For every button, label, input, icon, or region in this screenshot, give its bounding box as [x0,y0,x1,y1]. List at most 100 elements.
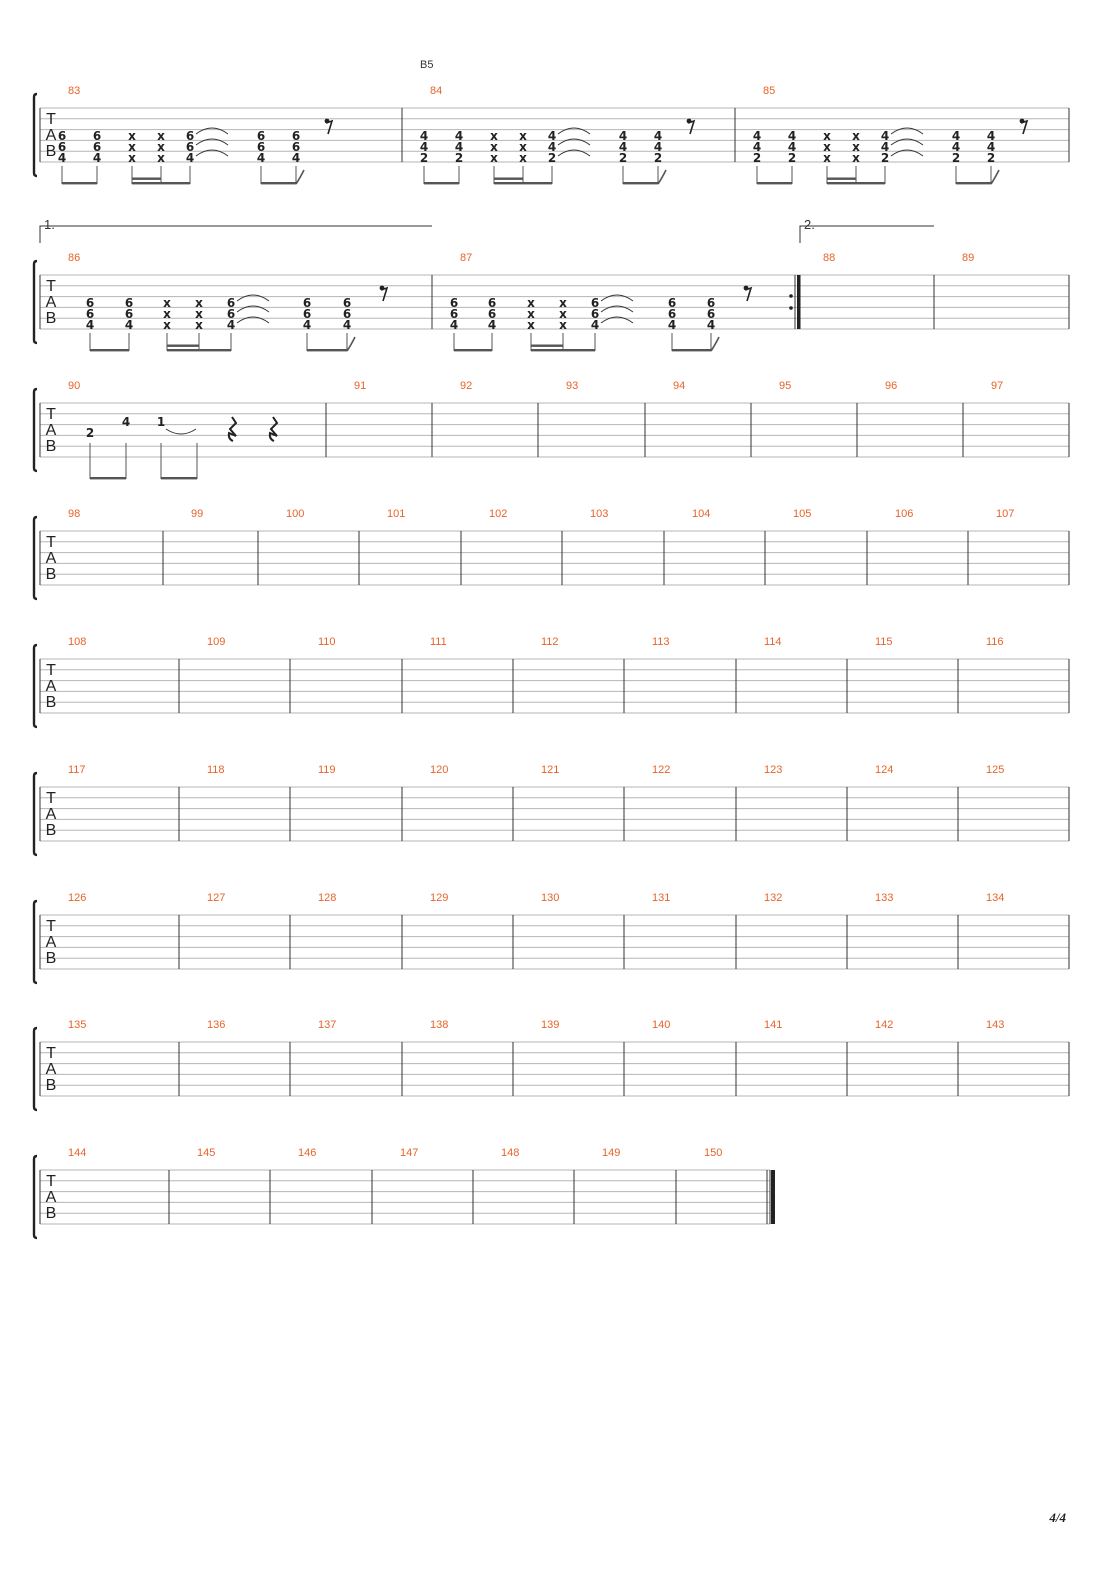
fret-number: 6 [591,296,599,310]
measure-number: 105 [793,508,811,520]
fret-number: 4 [125,318,133,332]
fret-number: 4 [420,140,428,154]
fret-number: 6 [186,129,194,143]
measure-number: 102 [489,508,507,520]
beam [956,182,991,185]
measure-number: 137 [318,1019,336,1031]
fret-number: 6 [707,296,715,310]
eighth-rest [1020,119,1029,135]
fret-number: 2 [788,151,796,165]
fret-number: 6 [125,296,133,310]
measure-number: 124 [875,764,893,776]
fret-number: 2 [952,151,960,165]
flag [657,169,667,185]
fret-number: 6 [707,307,715,321]
measure-number: 113 [652,636,670,648]
fret-number: 4 [788,129,796,143]
measure-number: 98 [68,508,80,520]
fret-number: 6 [58,129,66,143]
fret-number: 4 [952,129,960,143]
measure-number: 86 [68,252,80,264]
beam [531,344,563,347]
quarter-rest [268,416,279,442]
measure-number: 123 [764,764,782,776]
beam [167,349,231,352]
tie [557,138,591,146]
tab-clef-t: T [46,406,56,423]
quarter-rest [227,416,238,442]
fret-number: 6 [343,307,351,321]
measure-number: 132 [764,892,782,904]
measure-number: 100 [286,508,304,520]
beam [827,177,856,180]
repeat-dot [789,306,793,310]
tab-clef-a: A [46,1189,57,1206]
eighth-rest [687,119,696,135]
fret-number: x [163,307,171,321]
tab-clef-a: A [46,127,57,144]
beam [132,177,161,180]
beam [62,182,97,185]
fret-number: 4 [450,318,458,332]
fret-number: x [823,151,831,165]
tab-clef-b: B [46,1077,57,1094]
measure-number: 108 [68,636,86,648]
measure-number: 111 [430,636,447,648]
beam [167,344,199,347]
tie [165,428,197,435]
measure-number: 85 [763,85,775,97]
fret-number: 4 [654,140,662,154]
tab-clef-b: B [46,950,57,967]
beam [132,182,190,185]
fret-number: x [195,307,203,321]
fret-number: 6 [93,129,101,143]
tab-clef-b: B [46,1205,57,1222]
measure-number: 127 [207,892,225,904]
measure-number: 88 [823,252,835,264]
tab-clef-t: T [46,1173,56,1190]
beam [307,349,347,352]
measure-number: 109 [207,636,225,648]
fret-number: 4 [420,129,428,143]
fret-number: 4 [881,129,889,143]
measure-number: 99 [191,508,203,520]
tie [890,138,924,146]
final-barline-thick [771,1170,775,1224]
flag [710,336,720,352]
fret-number: x [128,151,136,165]
fret-number: x [128,129,136,143]
fret-number: x [559,318,567,332]
fret-number: 4 [548,129,556,143]
measure-number: 103 [590,508,608,520]
system-bracket [32,643,38,729]
fret-number: x [519,140,527,154]
fret-number: 4 [591,318,599,332]
flag [346,336,356,352]
tie [890,127,924,135]
page-number: 4/4 [1048,1510,1066,1525]
fret-number: 4 [548,140,556,154]
fret-number: 6 [93,140,101,154]
fret-number: x [490,129,498,143]
measure-number: 147 [400,1147,418,1159]
fret-number: 6 [292,129,300,143]
tab-clef-a: A [46,550,57,567]
fret-number: 4 [343,318,351,332]
measure-number: 145 [197,1147,215,1159]
measure-number: 133 [875,892,893,904]
beam [623,182,658,185]
fret-number: 4 [987,140,995,154]
fret-number: 6 [227,296,235,310]
measure-number: 121 [541,764,559,776]
fret-number: 6 [303,307,311,321]
tie [557,127,591,135]
fret-number: 4 [227,318,235,332]
fret-number: x [559,296,567,310]
tie [236,305,270,313]
tie [890,149,924,157]
measure-number: 143 [986,1019,1004,1031]
fret-number: 6 [58,140,66,154]
fret-number: 6 [488,296,496,310]
beam [494,177,523,180]
